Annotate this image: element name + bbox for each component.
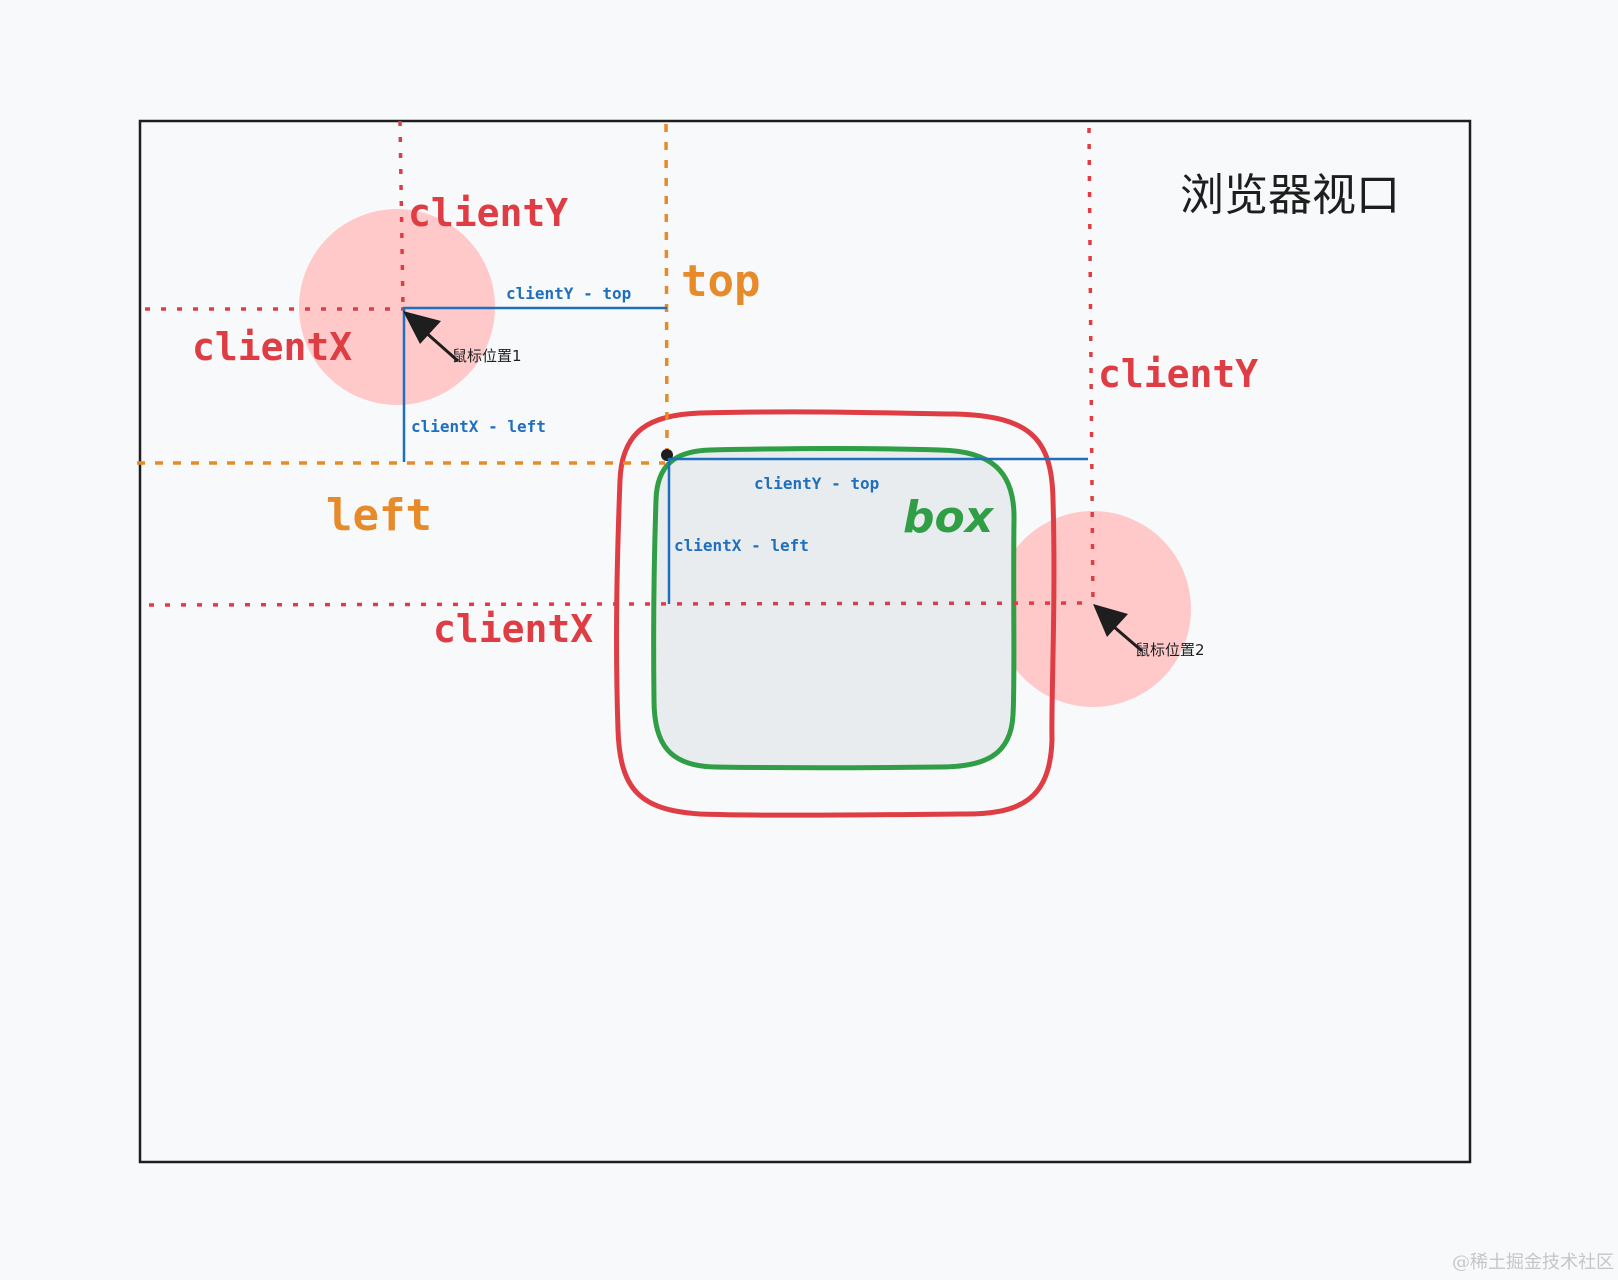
viewport-label: 浏览器视口 [1180,170,1400,221]
box-top-line [664,123,669,454]
mouse2-dx-label: clientX - left [674,536,809,555]
box-element [651,446,1017,771]
box-outer-boundary [614,409,1057,818]
box-label: box [903,492,995,543]
mouse2-clienty-label: clientY [1098,352,1258,396]
mouse2-clientx-label: clientX [433,607,593,651]
mouse2-clientx-line [148,601,1094,607]
mouse1-label: 鼠标位置1 [452,347,522,365]
mouse1-dx-label: clientX - left [411,417,546,436]
mouse1-clientx-label: clientX [192,325,352,369]
mouse1-clienty-label: clientY [408,191,568,235]
cursor-icon [1093,604,1143,653]
mouse1-highlight [299,209,495,405]
mouse2-label: 鼠标位置2 [1135,641,1205,659]
mouse2-dy-label: clientY - top [754,474,879,493]
watermark: @稀土掘金技术社区 [1452,1252,1614,1273]
mouse2-highlight [995,511,1191,707]
viewport-frame [138,119,1472,1164]
box-left-label: left [326,490,432,541]
mouse1-dy-label: clientY - top [506,284,631,303]
cursor-icon [403,311,459,363]
box-top-label: top [681,256,760,307]
